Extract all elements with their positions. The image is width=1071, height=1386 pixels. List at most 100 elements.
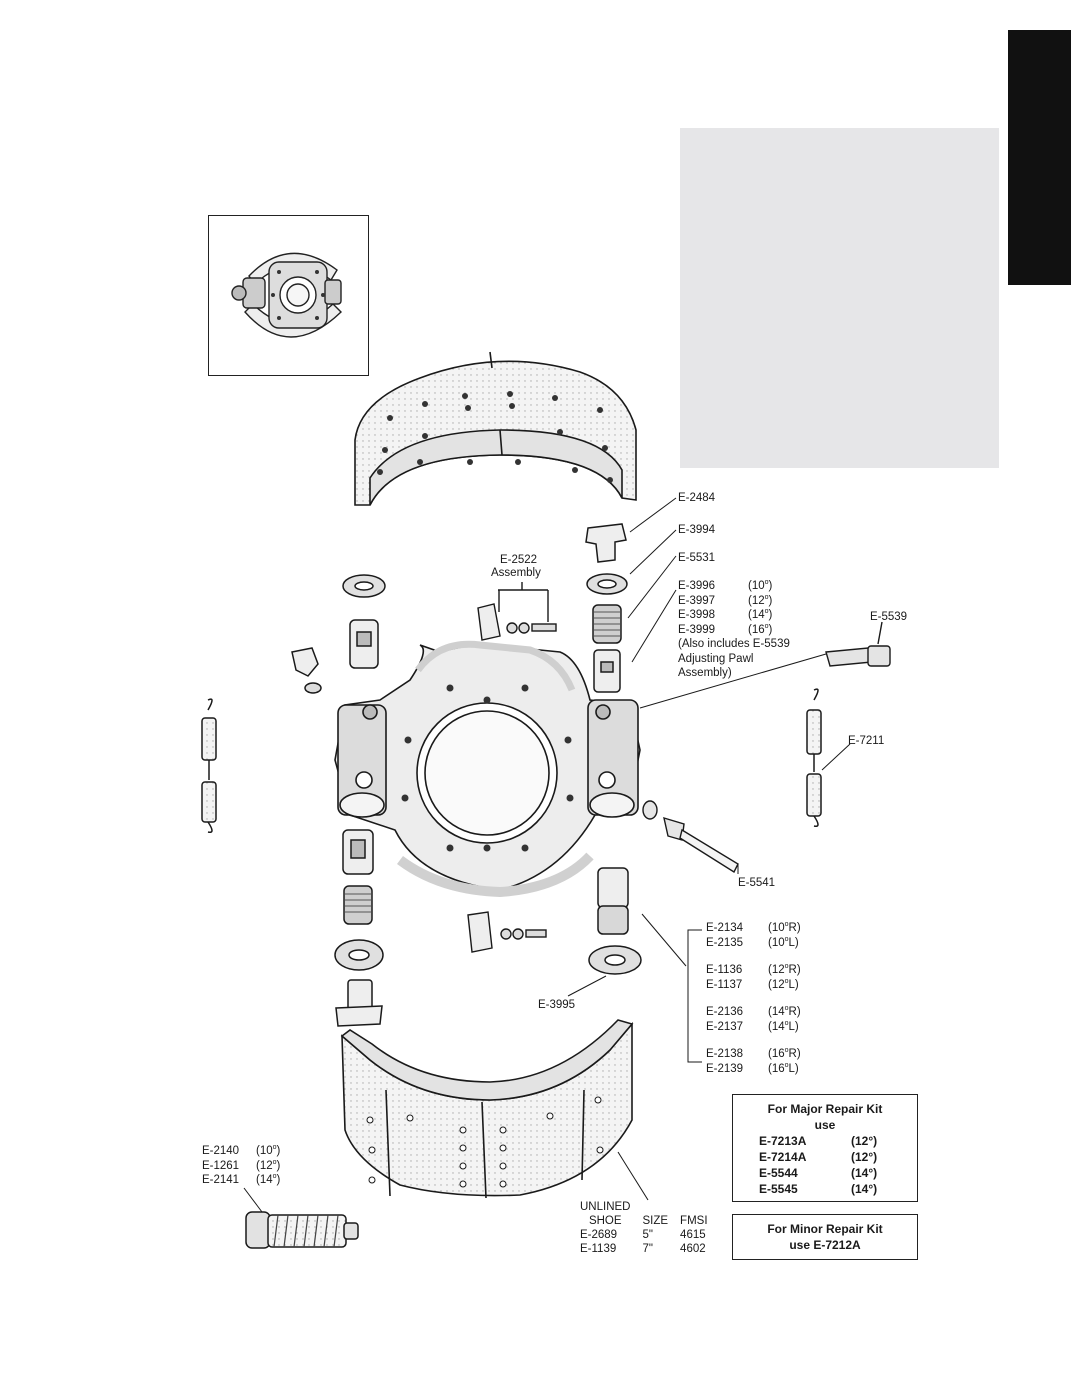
- section-tab: [1008, 30, 1071, 285]
- part-number: E-2139: [706, 1062, 744, 1075]
- degree-mark: o: [764, 593, 769, 601]
- degree-mark: o: [784, 935, 789, 943]
- part-number: E-2137: [706, 1020, 744, 1033]
- left-upper-parts: [291, 574, 386, 694]
- minor-repair-kit-box: For Minor Repair Kit use E-7212A: [732, 1214, 918, 1260]
- minor-kit-title: For Minor Repair Kit: [767, 1222, 883, 1236]
- degree-mark: o: [272, 1158, 277, 1166]
- kit-part-number: E-7213A: [759, 1134, 807, 1148]
- part-size: (12o): [748, 593, 773, 607]
- part-size: (12oL): [768, 977, 799, 991]
- label-e3995: E-3995: [538, 999, 576, 1011]
- part-number: E-2141: [202, 1174, 240, 1186]
- adjuster-part-list: E-3996 (10o) E-3997 (12o)E-3998(14o)E-3999 (…: [678, 579, 772, 637]
- kit-part-size: (14°): [851, 1166, 878, 1180]
- kit-part-number: E-5545: [759, 1182, 798, 1196]
- e2484-pin: [585, 523, 627, 563]
- part-size: (14o): [256, 1173, 281, 1186]
- spring-part-list: E-2140 (10o) E-1261 (12o) E-2141 (14o): [202, 1144, 280, 1188]
- label-e5541: E-5541: [738, 877, 776, 889]
- label-e2522: E-2522: [500, 554, 538, 566]
- e5541-fitting: [642, 800, 739, 874]
- camshaft-row: E-2135(10oL): [706, 936, 801, 951]
- shoe-table-cell: 4615: [680, 1229, 706, 1241]
- part-size: (12oR): [768, 963, 801, 976]
- adjuster-row: E-3996 (10o): [678, 579, 772, 594]
- shoe-table-cell: E-2689: [580, 1229, 618, 1241]
- lower-brake-shoe: [340, 1019, 634, 1199]
- part-number: E-1261: [202, 1159, 240, 1172]
- degree-mark: o: [784, 1019, 789, 1027]
- upper-shoe-rivets: [377, 391, 613, 483]
- part-size: (10oR): [768, 921, 801, 934]
- part-size: (10o): [256, 1144, 281, 1157]
- major-kit-rows: E-7213A(12°)E-7214A(12°)E-5544(14°)E-554…: [733, 1133, 917, 1197]
- camshaft-row: E-2136 (14oR): [706, 1005, 801, 1020]
- degree-mark: o: [272, 1173, 277, 1180]
- label-e5531: E-5531: [678, 552, 716, 564]
- part-size: (16o): [748, 622, 773, 636]
- part-size: (10oL): [768, 935, 799, 949]
- part-size: (10o): [748, 579, 773, 592]
- assembled-brake-icon: [231, 252, 342, 338]
- kit-part-size: (14°): [851, 1182, 878, 1196]
- minor-kit-use: use E-7212A: [789, 1238, 861, 1252]
- lower-shoe-rivets: [366, 1096, 604, 1188]
- degree-mark: o: [764, 579, 769, 586]
- degree-mark: o: [784, 1047, 789, 1054]
- major-kit-row: E-7214A(12°): [733, 1149, 917, 1165]
- part-number: E-2136: [706, 1006, 744, 1018]
- brake-spider: [334, 640, 641, 898]
- degree-mark: o: [784, 963, 789, 970]
- part-size: (14oR): [768, 1005, 801, 1018]
- shoe-table-cell: 4602: [680, 1243, 706, 1255]
- major-kit-use: use: [814, 1118, 836, 1132]
- degree-mark: o: [764, 622, 769, 630]
- part-number: E-3999: [678, 623, 716, 636]
- shoe-table-header: SIZE: [642, 1215, 669, 1227]
- shoe-table-cell: 7": [642, 1243, 653, 1255]
- leader-lines: [243, 497, 851, 1213]
- shoe-table-header: UNLINED SHOE: [580, 1201, 631, 1227]
- camshaft-row: E-1136(12oR): [706, 963, 801, 978]
- camshaft-spring-part: [245, 1211, 359, 1249]
- spring-row: E-2141 (14o): [202, 1173, 280, 1188]
- shoe-table-row: E-1139 7" 4602: [574, 1242, 714, 1256]
- camshaft-part-list: E-2134 (10oR) E-2135(10oL) E-1136(12oR)E-11…: [706, 921, 801, 1076]
- major-kit-row: E-7213A(12°): [733, 1133, 917, 1149]
- part-number: E-2140: [202, 1145, 240, 1157]
- major-kit-row: E-5545 (14°): [733, 1181, 917, 1197]
- label-e2522-assembly: Assembly: [491, 567, 541, 579]
- part-size: (16oL): [768, 1061, 799, 1075]
- part-number: E-3998: [678, 609, 716, 621]
- spider-bolt-holes: [401, 684, 574, 852]
- degree-mark: o: [784, 977, 789, 985]
- spring-row: E-2140 (10o): [202, 1144, 280, 1159]
- upper-brake-shoe: [354, 351, 637, 506]
- major-kit-row: E-5544(14°): [733, 1165, 917, 1181]
- adjuster-note: (Also includes E-5539 Adjusting Pawl Ass…: [678, 638, 790, 679]
- camshaft-row: E-2134 (10oR): [706, 921, 801, 936]
- spring-row: E-1261 (12o): [202, 1159, 280, 1174]
- part-number: E-2134: [706, 922, 744, 934]
- part-number: E-3996: [678, 580, 716, 592]
- part-size: (16oR): [768, 1047, 801, 1060]
- info-panel: [680, 128, 999, 468]
- degree-mark: o: [272, 1144, 277, 1151]
- adjuster-row: E-3998(14o): [678, 608, 772, 623]
- label-e5539: E-5539: [870, 611, 908, 623]
- right-return-springs: [806, 688, 822, 828]
- kit-part-number: E-7214A: [759, 1150, 807, 1164]
- adjuster-row: E-3997 (12o): [678, 594, 772, 609]
- major-repair-kit-box: For Major Repair Kit use E-7213A(12°)E-7…: [732, 1094, 918, 1202]
- part-number: E-1137: [706, 978, 743, 991]
- left-lower-parts: [334, 829, 384, 1027]
- shoe-table-cell: E-1139: [580, 1243, 617, 1255]
- part-size: (12o): [256, 1158, 281, 1172]
- part-number: E-3997: [678, 594, 716, 607]
- degree-mark: o: [784, 1005, 789, 1012]
- degree-mark: o: [764, 608, 769, 615]
- label-e2484: E-2484: [678, 492, 716, 504]
